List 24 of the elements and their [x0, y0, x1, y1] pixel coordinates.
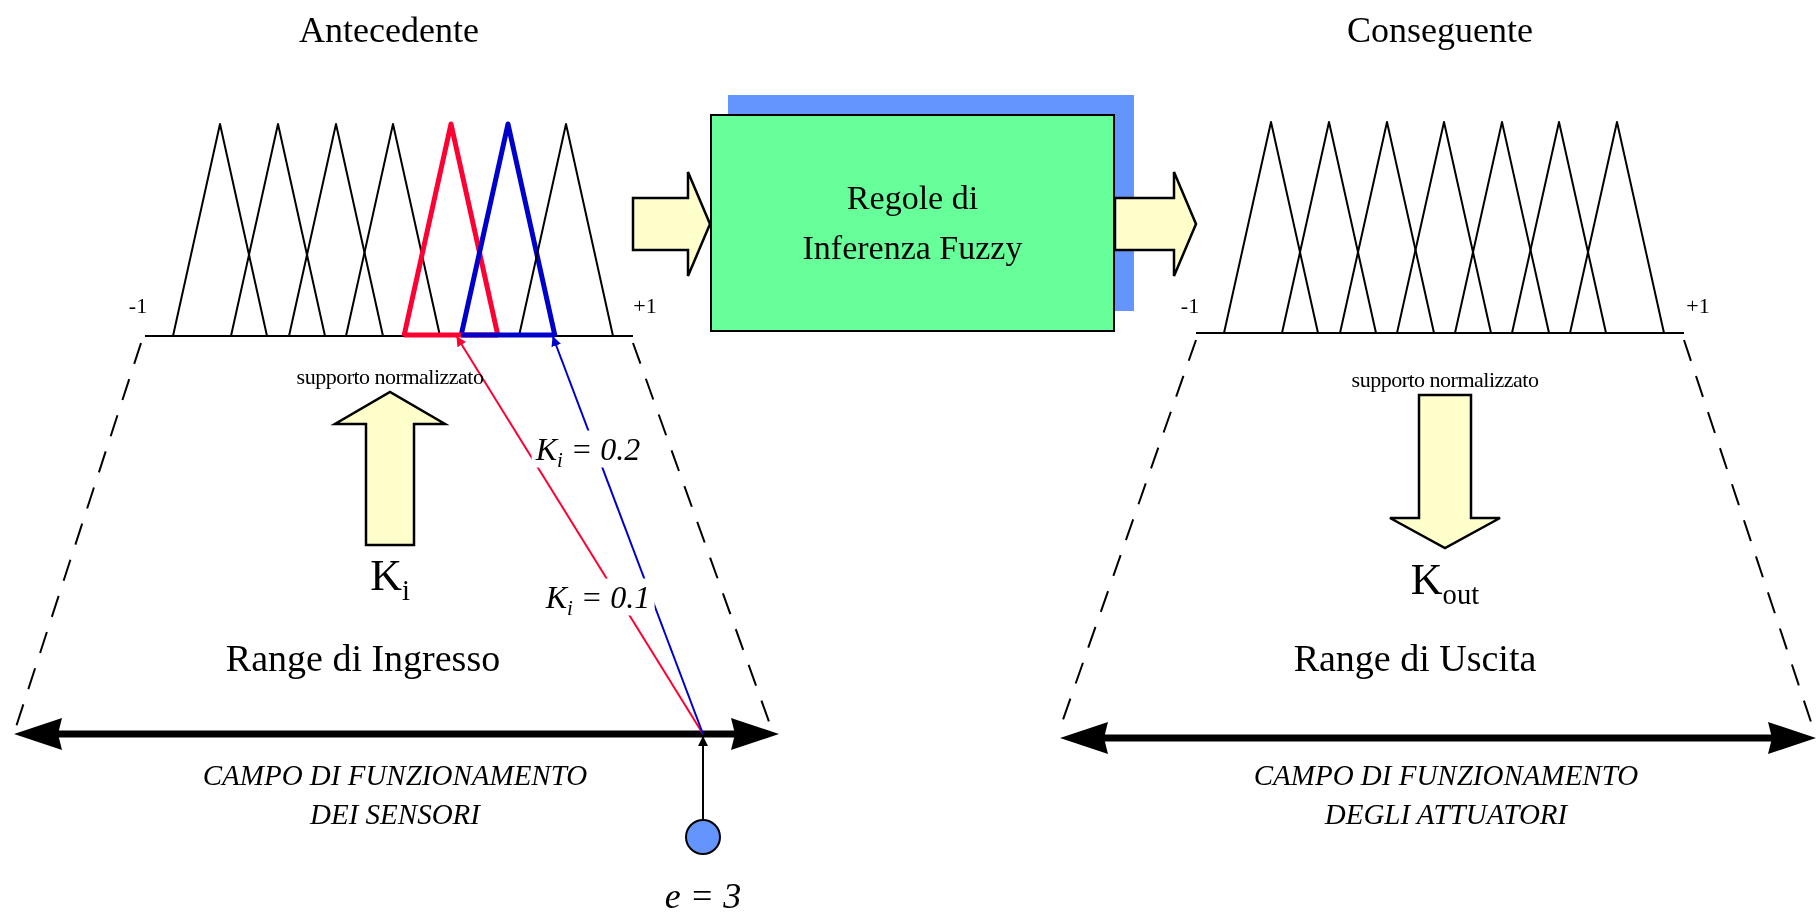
axis-caption: supporto normalizzato	[295, 362, 485, 392]
range-title: Range di Uscita	[1293, 636, 1537, 680]
gain-label: K$_{i}$	[350, 545, 430, 605]
axis-tick-label: +1	[633, 293, 657, 319]
rule-label: Regole di Inferenza Fuzzy	[801, 178, 1024, 268]
range-caption: CAMPO DI FUNZIONAMENTO DEGLI ATTUATORI	[1252, 758, 1640, 832]
gain-label: K$_{out}$	[1390, 548, 1500, 610]
block-arrow	[1388, 393, 1502, 550]
input-point-marker	[685, 819, 721, 855]
value-label: e = 3	[664, 875, 742, 915]
axis-tick-label: -1	[128, 293, 148, 319]
range-caption: CAMPO DI FUNZIONAMENTO DEI SENSORI	[201, 758, 589, 832]
section-heading: Antecedente	[299, 10, 479, 50]
range-title: Range di Ingresso	[225, 636, 501, 680]
axis-tick-label: -1	[1180, 293, 1200, 319]
block-arrow	[1113, 170, 1198, 278]
axis-tick-label: +1	[1686, 293, 1710, 319]
arrow	[456, 336, 704, 735]
process-box	[710, 114, 1115, 332]
block-arrow	[330, 390, 450, 547]
arrow	[698, 736, 708, 820]
axis-caption: supporto normalizzato	[1348, 365, 1542, 395]
section-heading: Conseguente	[1347, 10, 1533, 50]
block-arrow	[631, 170, 712, 278]
